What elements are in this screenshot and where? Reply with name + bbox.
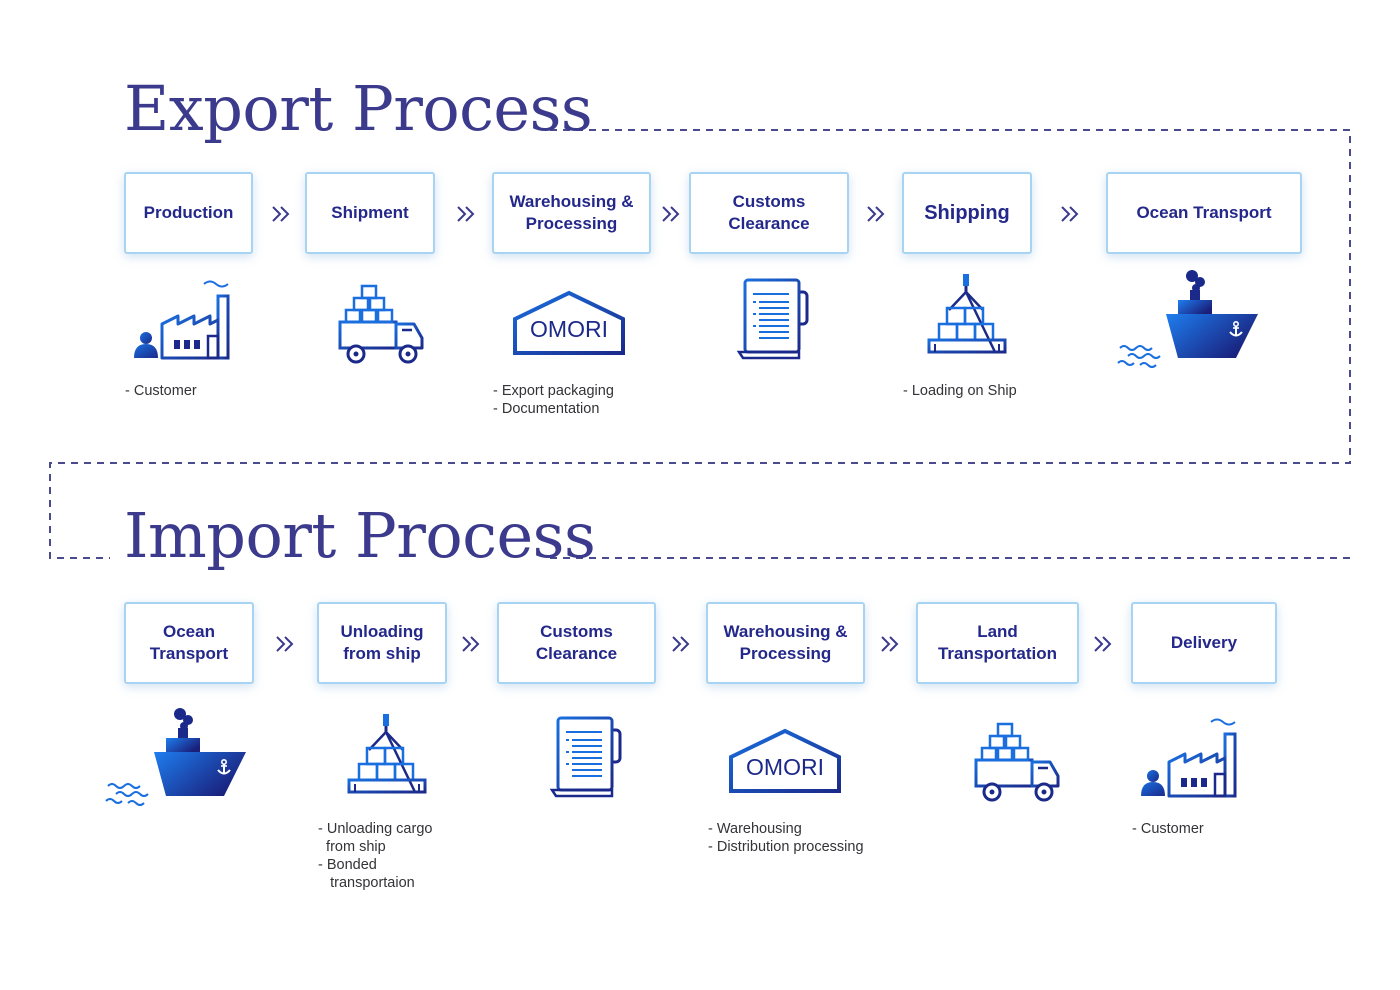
import-arrow-2-chevron-icon bbox=[462, 636, 479, 652]
crane-cargo-icon bbox=[347, 712, 427, 794]
import-step-delivery: Delivery bbox=[1131, 602, 1277, 684]
import-note-unloading: - Unloading cargo from ship - Bonded tra… bbox=[318, 821, 433, 891]
cargo-ship-icon bbox=[1117, 269, 1259, 368]
warehouse-icon: OMORI bbox=[729, 729, 841, 793]
import-arrow-1-chevron-icon bbox=[276, 636, 293, 652]
export-arrow-1-chevron-icon bbox=[272, 206, 289, 222]
export-note-production: - Customer bbox=[125, 383, 197, 399]
factory-icon bbox=[132, 280, 240, 360]
warehouse-icon: OMORI bbox=[513, 291, 625, 355]
cargo-ship-icon bbox=[105, 707, 247, 806]
import-step-customs-clearance: Customs Clearance bbox=[497, 602, 656, 684]
document-icon bbox=[550, 716, 622, 798]
export-arrow-3-chevron-icon bbox=[662, 206, 679, 222]
export-step-customs-clearance: Customs Clearance bbox=[689, 172, 849, 254]
import-arrow-5-chevron-icon bbox=[1094, 636, 1111, 652]
import-note-warehousing: - Warehousing - Distribution processing bbox=[708, 821, 864, 855]
factory-icon bbox=[1139, 718, 1247, 798]
export-arrow-5-chevron-icon bbox=[1061, 206, 1078, 222]
export-step-ocean-transport: Ocean Transport bbox=[1106, 172, 1302, 254]
export-arrow-4-chevron-icon bbox=[867, 206, 884, 222]
warehouse-sign-text: OMORI bbox=[530, 316, 608, 342]
document-icon bbox=[737, 278, 809, 360]
crane-cargo-icon bbox=[927, 272, 1007, 354]
export-step-production: Production bbox=[124, 172, 253, 254]
import-arrow-4-chevron-icon bbox=[881, 636, 898, 652]
import-note-delivery: - Customer bbox=[1132, 821, 1204, 837]
delivery-truck-icon bbox=[336, 284, 426, 364]
import-step-warehousing: Warehousing & Processing bbox=[706, 602, 865, 684]
export-process-title: Export Process bbox=[124, 72, 593, 145]
import-process-title: Import Process bbox=[124, 499, 596, 572]
import-step-unloading: Unloading from ship bbox=[317, 602, 447, 684]
export-step-shipping: Shipping bbox=[902, 172, 1032, 254]
warehouse-sign-text: OMORI bbox=[746, 754, 824, 780]
export-step-shipment: Shipment bbox=[305, 172, 435, 254]
delivery-truck-icon bbox=[972, 722, 1062, 802]
import-step-land-transportation: Land Transportation bbox=[916, 602, 1079, 684]
import-step-ocean-transport: Ocean Transport bbox=[124, 602, 254, 684]
import-arrow-3-chevron-icon bbox=[672, 636, 689, 652]
export-arrow-2-chevron-icon bbox=[457, 206, 474, 222]
export-note-shipping: - Loading on Ship bbox=[903, 383, 1017, 399]
export-step-warehousing: Warehousing & Processing bbox=[492, 172, 651, 254]
export-note-warehousing: - Export packaging - Documentation bbox=[493, 383, 614, 417]
